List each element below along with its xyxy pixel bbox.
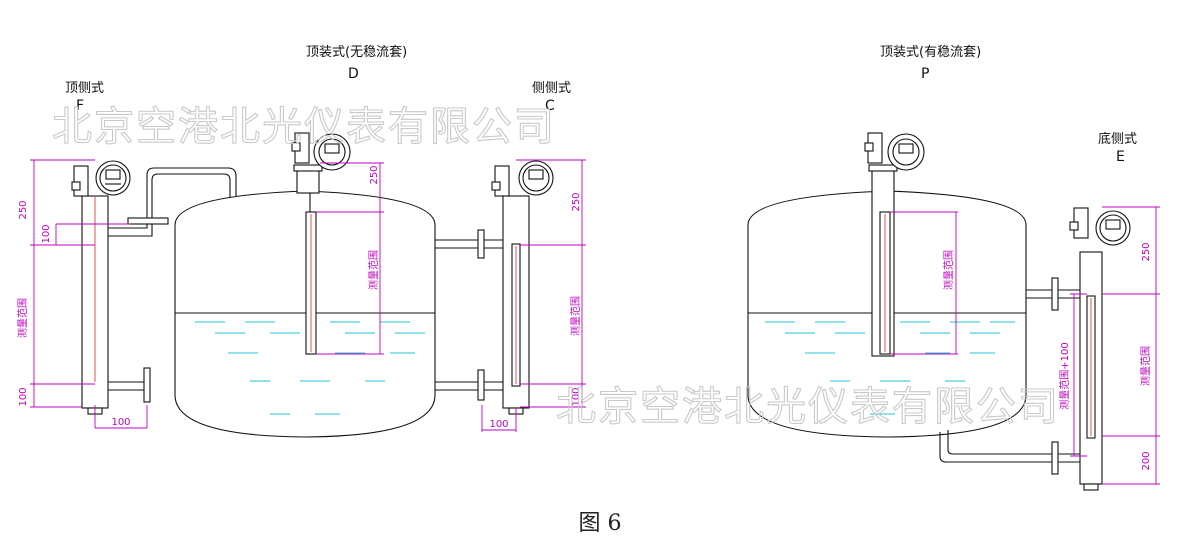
label-side: 侧侧式 <box>532 81 571 96</box>
dim-d-range: 测量范围 <box>367 250 380 290</box>
label-bottom-side: 底侧式 <box>1098 131 1137 147</box>
dim-e-range-plus-100: 测量范围+100 <box>1058 342 1071 409</box>
label-top-mount-no-well: 顶装式(无稳流套) <box>306 44 407 60</box>
label-top-mount-no-well-letter: D <box>348 66 359 82</box>
dimension-lines <box>30 159 1160 485</box>
watermark-top: 北京空港北光仪表有限公司 <box>52 104 556 150</box>
dim-c-100-vertical: 100 <box>571 387 582 406</box>
left-vessel <box>174 190 436 438</box>
label-top-side: 顶侧式 <box>65 81 104 96</box>
right-vessel-water <box>765 321 1015 415</box>
dim-f-100-bottom: 100 <box>18 387 29 406</box>
dim-f-100-horizontal: 100 <box>111 417 130 428</box>
gauge-f <box>71 160 237 415</box>
gauge-e <box>939 207 1131 491</box>
dim-c-250: 250 <box>571 192 582 211</box>
dimension-text: 250 100 测量范围 100 100 250 测量范围 250 测量范围 1… <box>16 165 1152 470</box>
gauge-c <box>435 160 554 415</box>
gauge-d <box>291 132 351 355</box>
gauge-p <box>864 132 925 357</box>
dim-d-250: 250 <box>369 165 380 184</box>
dim-f-100-top: 100 <box>41 224 52 243</box>
dim-e-200: 200 <box>1141 451 1152 470</box>
dim-p-range: 测量范围 <box>942 250 955 290</box>
left-vessel-water <box>195 321 425 415</box>
figure-caption: 图 6 <box>579 511 622 536</box>
dim-e-range: 测量范围 <box>1139 346 1152 386</box>
dim-f-250: 250 <box>18 200 29 219</box>
label-top-mount-with-well-letter: P <box>921 66 929 82</box>
label-side-letter: C <box>545 98 555 114</box>
dim-f-range: 测量范围 <box>16 298 29 338</box>
dim-e-250: 250 <box>1141 242 1152 261</box>
dim-c-range: 测量范围 <box>569 296 582 336</box>
type-labels: 顶侧式 F 顶装式(无稳流套) D 侧侧式 C 顶装式(有稳流套) P 底侧式 … <box>65 44 1137 165</box>
label-top-mount-with-well: 顶装式(有稳流套) <box>880 44 981 60</box>
watermark-bottom: 北京空港北光仪表有限公司 <box>556 384 1060 430</box>
dim-c-100-horizontal: 100 <box>489 419 508 430</box>
label-top-side-letter: F <box>76 98 84 114</box>
label-bottom-side-letter: E <box>1116 149 1125 165</box>
